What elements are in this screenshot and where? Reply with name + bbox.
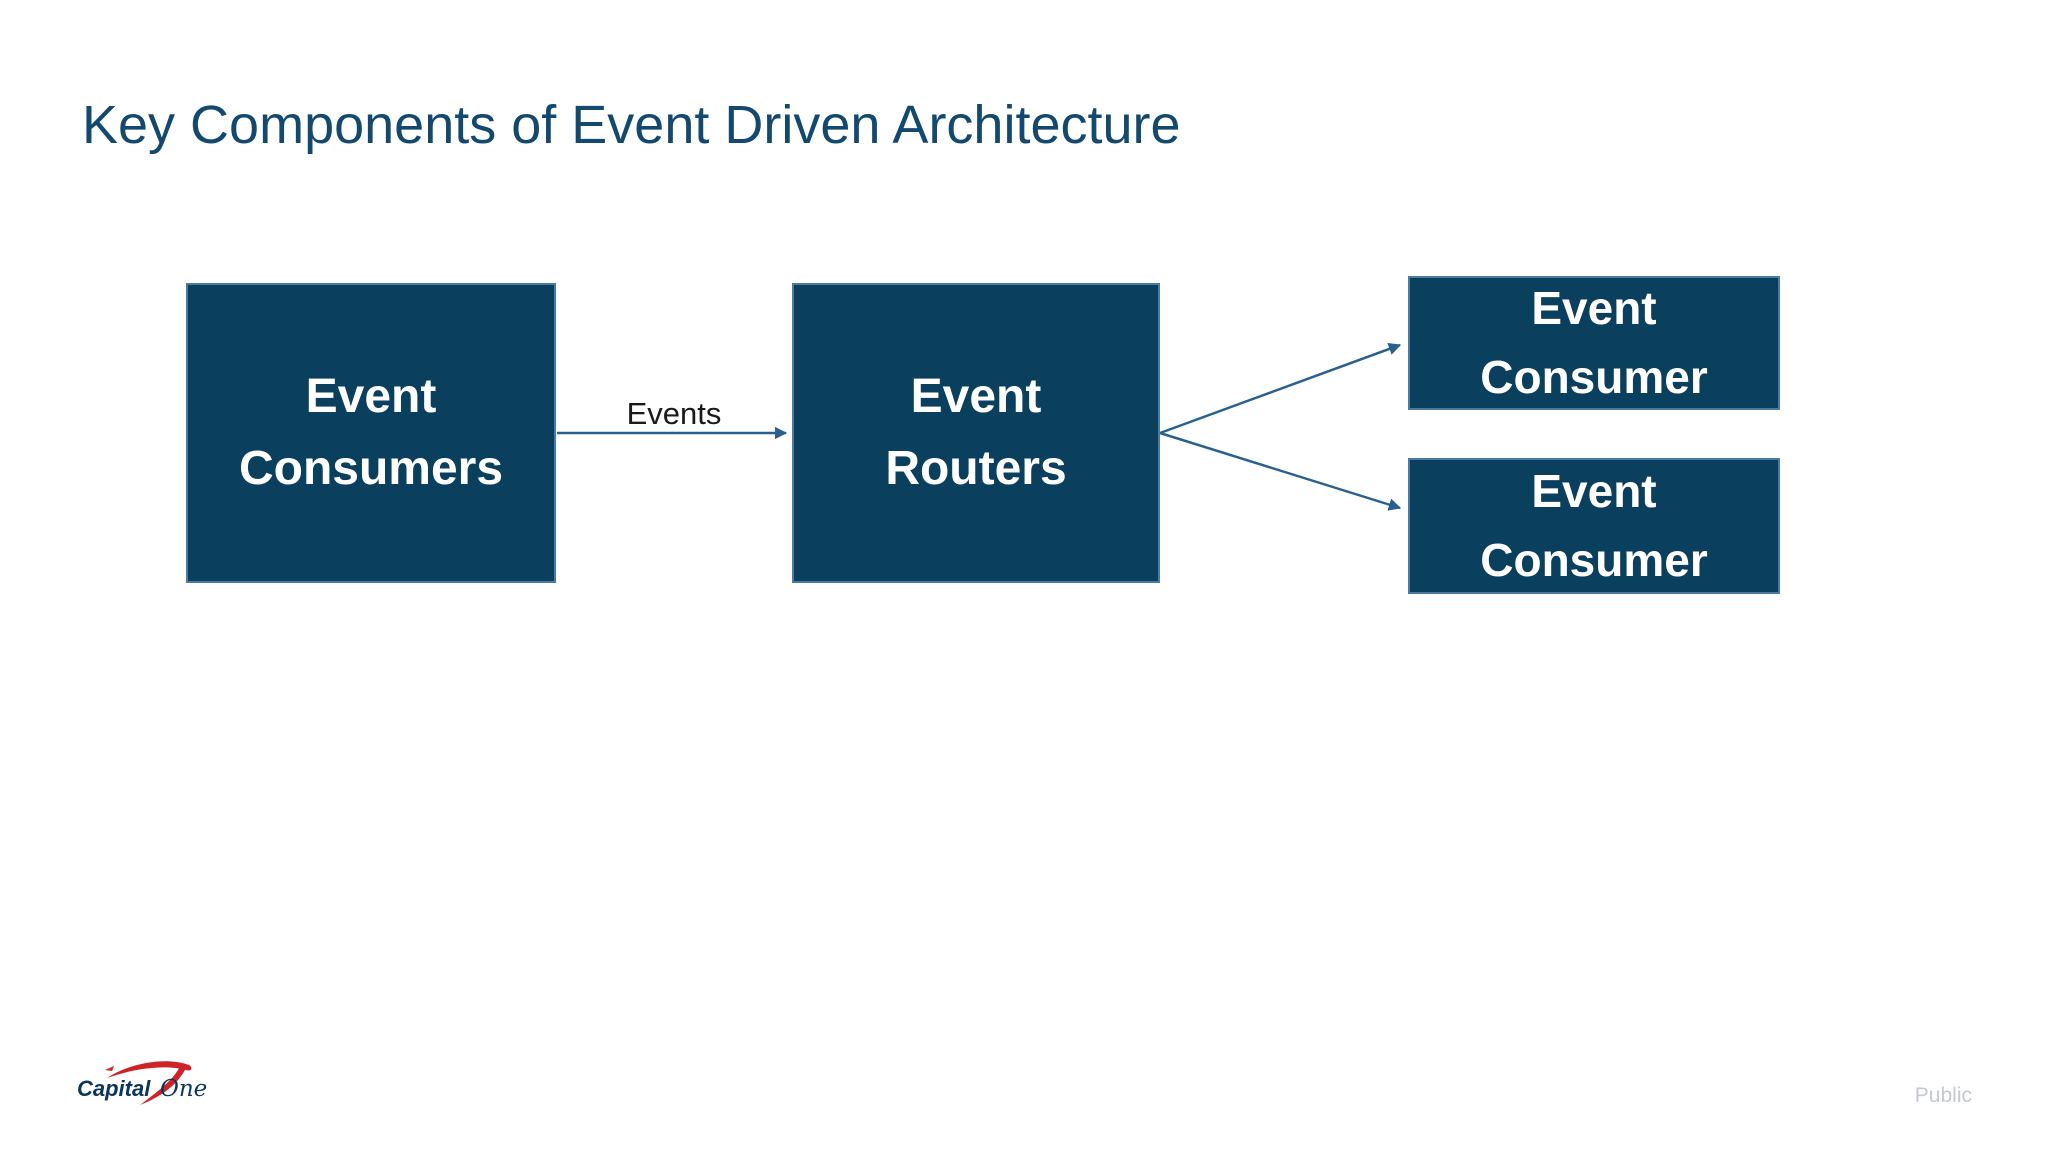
node-label-line: Event [1531, 465, 1657, 517]
node-event-routers: Event Routers [792, 283, 1160, 583]
capital-one-logo: Capital One [77, 1061, 207, 1105]
node-label-line: Consumers [238, 442, 504, 495]
classification-label: Public [1914, 1084, 1972, 1107]
arrow-to-consumer-bottom [1159, 431, 1402, 511]
node-label-line: Event [910, 370, 1042, 423]
node-label-line: Consumer [1480, 534, 1708, 586]
arrow-to-consumer-top [1159, 343, 1402, 435]
edge-label-events: Events [626, 396, 722, 431]
node-event-consumers: Event Consumers [186, 283, 556, 583]
slide-title: Key Components of Event Driven Architect… [82, 95, 1181, 156]
logo-swoosh-dash-icon [105, 1066, 114, 1071]
logo-swoosh-tail-icon [140, 1066, 186, 1105]
node-label-line: Event [305, 370, 437, 423]
logo-text-capital: Capital [77, 1076, 151, 1101]
logo-swoosh-icon [107, 1061, 192, 1078]
node-event-consumer-top: Event Consumer [1408, 276, 1780, 410]
node-label-line: Consumer [1480, 351, 1708, 403]
node-label-line: Routers [885, 442, 1067, 495]
node-event-consumer-bottom: Event Consumer [1408, 458, 1780, 594]
node-label-line: Event [1531, 282, 1657, 334]
logo-text-one: One [160, 1076, 207, 1102]
